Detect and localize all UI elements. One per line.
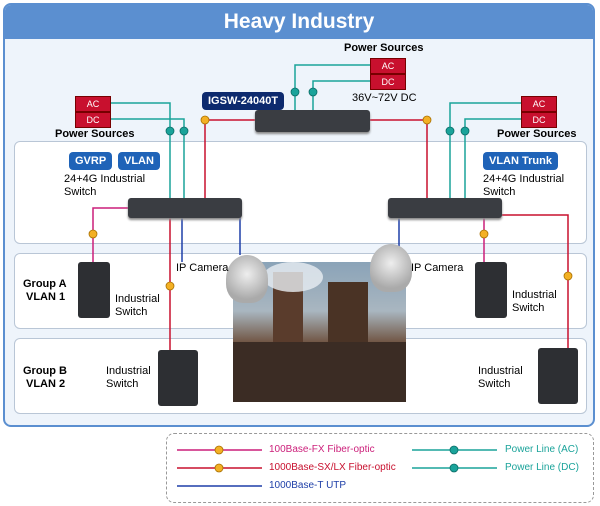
center-voltage: 36V~72V DC [352, 92, 417, 104]
right-switch-desc-1: 24+4G Industrial [483, 173, 565, 185]
center-switch-model: IGSW-24040T [202, 92, 285, 110]
right-ip-camera [370, 244, 412, 292]
legend-fx: 100Base-FX Fiber-optic [269, 444, 375, 455]
vlan-tag: VLAN [118, 152, 160, 170]
legend: 100Base-FX Fiber-optic 1000Base-SX/LX Fi… [166, 433, 594, 503]
group-b-left-device-1: Industrial [106, 365, 151, 377]
group-a-left-device-1: Industrial [115, 293, 160, 305]
right-camera-label: IP Camera [411, 262, 464, 274]
left-dc-label: DC [75, 112, 111, 128]
group-b-vlan: VLAN 2 [26, 378, 66, 390]
legend-dc: Power Line (DC) [505, 462, 579, 473]
legend-ac: Power Line (AC) [505, 444, 579, 455]
vlan-trunk-tag: VLAN Trunk [483, 152, 558, 170]
left-ac-label: AC [75, 96, 111, 112]
page-title: Heavy Industry [5, 5, 593, 39]
center-power-title: Power Sources [344, 42, 424, 54]
group-a-right-device-2: Switch [512, 302, 545, 314]
group-a-vlan: VLAN 1 [26, 291, 66, 303]
group-b-right-device-1: Industrial [478, 365, 523, 377]
center-dc-label: DC [370, 74, 406, 90]
group-b-right-industrial-switch [538, 348, 578, 404]
group-b-left-device-2: Switch [106, 378, 139, 390]
center-ac-label: AC [370, 58, 406, 74]
right-switch-desc-2: Switch [483, 186, 516, 198]
group-b-left-industrial-switch [158, 350, 198, 406]
right-ac-label: AC [521, 96, 557, 112]
group-a-left-industrial-switch [78, 262, 110, 318]
group-a-left-device-2: Switch [115, 306, 148, 318]
center-switch [255, 110, 370, 132]
group-a-right-industrial-switch [475, 262, 507, 318]
left-switch-desc-2: Switch [64, 186, 97, 198]
group-b-right-device-2: Switch [478, 378, 511, 390]
right-dc-label: DC [521, 112, 557, 128]
group-a-right-device-1: Industrial [512, 289, 557, 301]
left-power-title: Power Sources [55, 128, 135, 140]
left-camera-label: IP Camera [176, 262, 229, 274]
legend-sx: 1000Base-SX/LX Fiber-optic [269, 462, 396, 473]
left-switch [128, 198, 242, 218]
left-ip-camera [226, 255, 268, 303]
group-a-title: Group A [23, 278, 67, 290]
legend-swatches [177, 445, 497, 487]
right-power-title: Power Sources [497, 128, 577, 140]
right-switch [388, 198, 502, 218]
left-switch-desc-1: 24+4G Industrial [64, 173, 146, 185]
gvrp-tag: GVRP [69, 152, 113, 170]
legend-utp: 1000Base-T UTP [269, 480, 347, 491]
group-b-title: Group B [23, 365, 67, 377]
